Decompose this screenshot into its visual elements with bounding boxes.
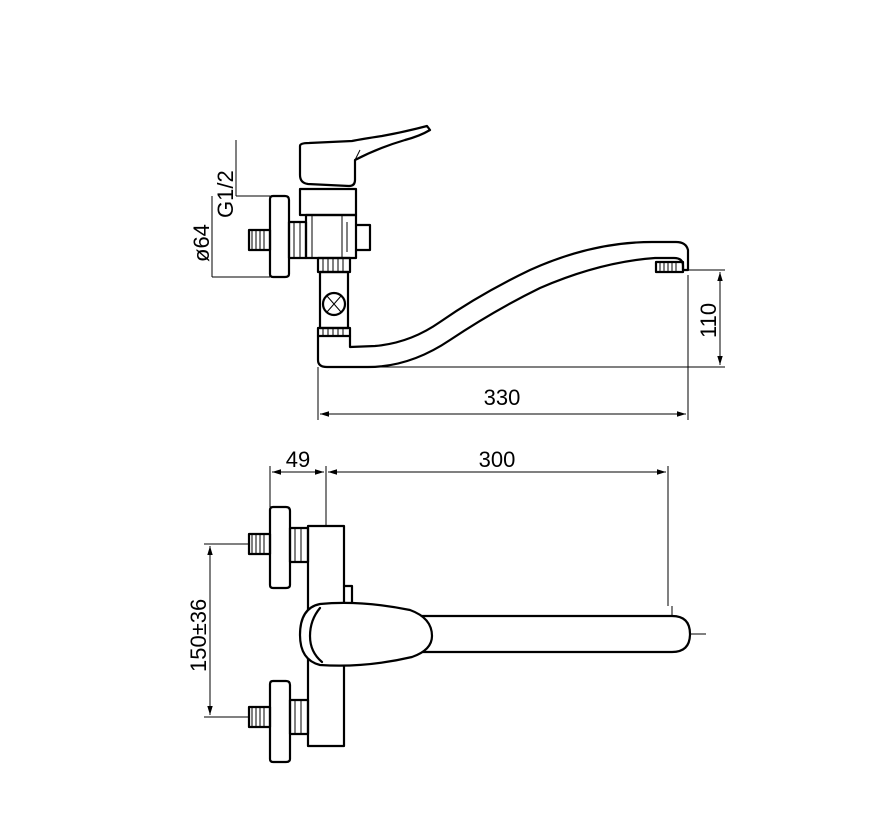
top-lever-handle xyxy=(298,601,434,667)
dim-label-diameter: ø64 xyxy=(189,224,214,262)
side-lever-handle xyxy=(298,124,432,188)
dim-label-spout-length: 300 xyxy=(479,447,516,472)
side-eccentric-connector xyxy=(247,194,308,279)
top-lower-connector xyxy=(247,679,310,764)
dim-label-spout-reach: 330 xyxy=(484,385,521,410)
dim-label-thread: G1/2 xyxy=(213,170,238,218)
top-view xyxy=(204,466,706,764)
dim-label-wall-offset: 49 xyxy=(286,447,310,472)
side-valve-body xyxy=(298,187,372,338)
side-dimensions xyxy=(211,140,725,420)
side-view xyxy=(211,124,725,420)
top-dimensions xyxy=(204,466,669,718)
top-upper-connector xyxy=(247,505,310,590)
side-spout xyxy=(316,240,690,369)
dim-label-inlet-spacing: 150±36 xyxy=(186,599,211,672)
top-spout xyxy=(398,606,706,654)
dim-label-spout-height: 110 xyxy=(696,303,721,338)
